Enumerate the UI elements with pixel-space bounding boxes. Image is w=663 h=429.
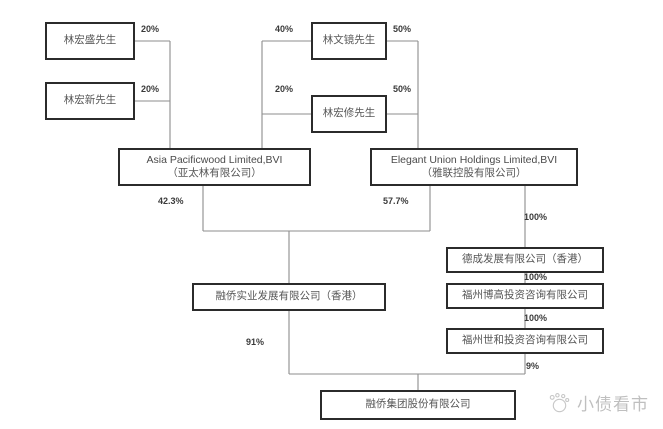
node-label-cn: （雅联控股有限公司） (421, 167, 527, 179)
pct-label-bogao-shihe: 100% (524, 313, 548, 323)
node-de-cheng[interactable]: 德成发展有限公司（香港） (446, 247, 604, 273)
node-label: 林文镜先生 (322, 34, 376, 47)
pct-label-lin-hong-xiu-apw: 20% (275, 84, 294, 94)
node-rongqiao-jituan[interactable]: 融侨集团股份有限公司 (320, 390, 516, 420)
pct-label-lin-wen-jing-eu: 50% (393, 24, 412, 34)
pct-label-rqsy-rqjt: 91% (246, 337, 265, 347)
node-label: 林宏盛先生 (63, 34, 117, 47)
node-label: 林宏修先生 (322, 107, 376, 120)
watermark-text: 小债看市 (577, 395, 649, 415)
pct-label-lin-wen-jing-apw: 40% (275, 24, 294, 34)
node-label: 福州世和投资咨询有限公司 (462, 334, 588, 347)
pct-label-apw-rqsy: 42.3% (158, 196, 184, 206)
pct-label-lin-hong-xin: 20% (141, 84, 160, 94)
node-lin-hong-xiu[interactable]: 林宏修先生 (311, 95, 387, 133)
watermark: 小债看市 (547, 390, 649, 415)
pct-label-eu-rqsy: 57.7% (383, 196, 409, 206)
node-label-en: Elegant Union Holdings Limited,BVI (390, 153, 558, 166)
pct-label-shihe-rqjt: 9% (526, 361, 540, 371)
node-label-cn: （亚太林有限公司） (167, 167, 262, 179)
node-label-en: Asia Pacificwood Limited,BVI (146, 153, 283, 166)
node-asia-pacificwood[interactable]: Asia Pacificwood Limited,BVI （亚太林有限公司） (118, 148, 311, 186)
node-lin-wen-jing[interactable]: 林文镜先生 (311, 22, 387, 60)
node-rongqiao-shiye[interactable]: 融侨实业发展有限公司（香港） (192, 283, 386, 311)
pct-label-decheng-bogao: 100% (524, 272, 548, 282)
paw-logo-icon (547, 391, 571, 415)
pct-label-eu-decheng: 100% (524, 212, 548, 222)
node-lin-hong-xin[interactable]: 林宏新先生 (45, 82, 135, 120)
node-label: 德成发展有限公司（香港） (462, 253, 588, 266)
node-label: 融侨实业发展有限公司（香港） (215, 290, 363, 303)
node-fuzhou-bogao[interactable]: 福州博高投资咨询有限公司 (446, 283, 604, 309)
node-label: 林宏新先生 (63, 94, 117, 107)
node-label: 福州博高投资咨询有限公司 (462, 289, 588, 302)
node-label: 融侨集团股份有限公司 (365, 398, 471, 411)
pct-label-lin-hong-sheng: 20% (141, 24, 160, 34)
node-lin-hong-sheng[interactable]: 林宏盛先生 (45, 22, 135, 60)
pct-label-lin-hong-xiu-eu: 50% (393, 84, 412, 94)
node-elegant-union[interactable]: Elegant Union Holdings Limited,BVI （雅联控股… (370, 148, 578, 186)
node-fuzhou-shihe[interactable]: 福州世和投资咨询有限公司 (446, 328, 604, 354)
